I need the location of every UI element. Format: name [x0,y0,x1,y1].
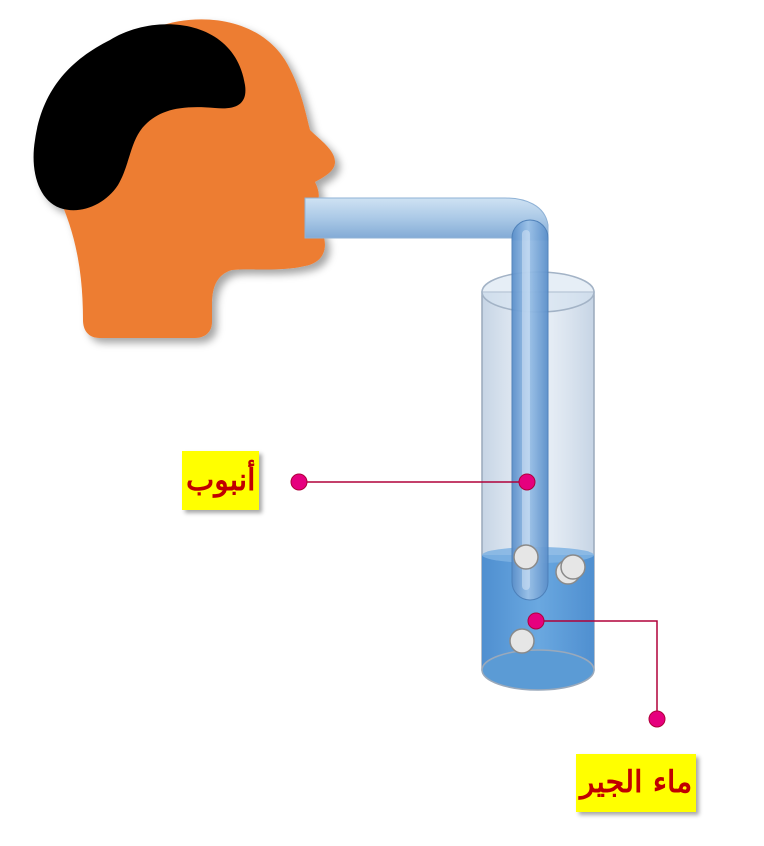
cylinder-bottom [481,649,595,691]
tube-pointer [290,473,536,491]
tube-pointer-dot-left [290,473,308,491]
hair [33,24,246,211]
limewater-pointer [527,612,666,728]
bubble-icon [560,554,586,580]
limewater-pointer-dot-top [527,612,545,630]
bubbles [509,544,586,654]
tube [304,197,549,601]
limewater-pointer-line [536,620,658,719]
tube-label: أنبوب [182,451,260,510]
tube-pointer-dot-right [518,473,536,491]
person-head-icon [33,19,335,338]
limewater-pointer-dot-bottom [648,710,666,728]
bubble-icon [509,628,535,654]
limewater-label: ماء الجير [576,754,697,812]
tube-horizontal [304,197,549,241]
bubble-icon [513,544,539,570]
tube-highlight [522,230,530,590]
